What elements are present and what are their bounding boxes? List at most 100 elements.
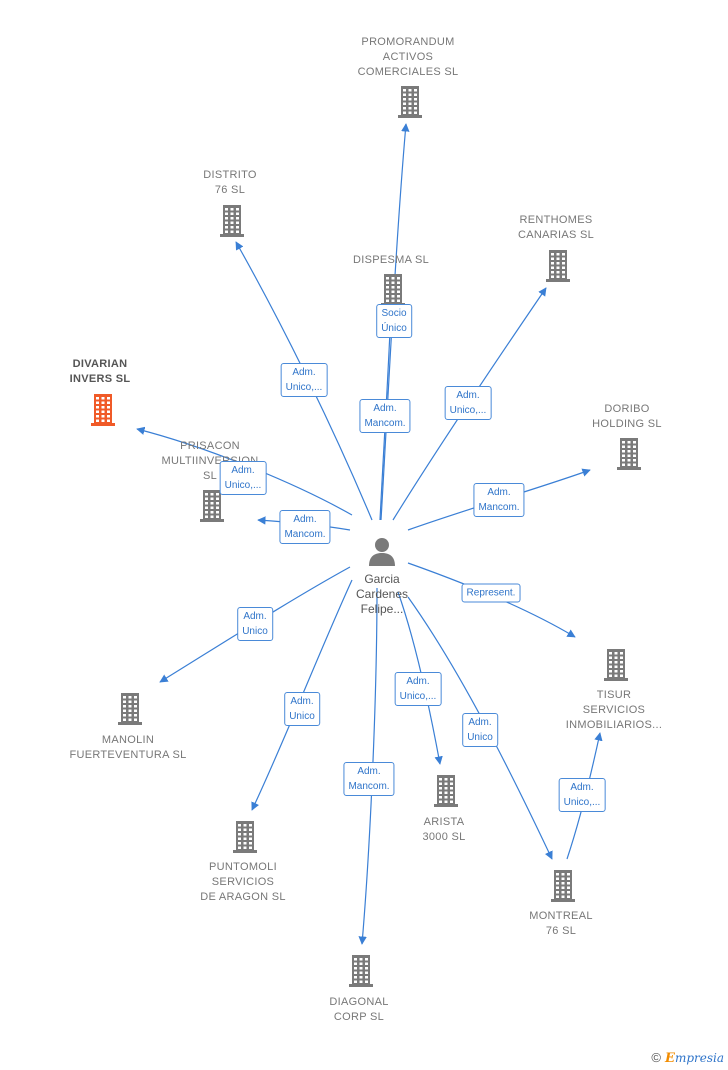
relation-role-line: Adm. <box>373 403 397 414</box>
relation-label-arista[interactable]: Adm. Mancom. <box>343 762 395 796</box>
building-icon <box>200 490 224 522</box>
person-name-line-2: Cardenes <box>355 587 409 601</box>
company-name-line: PRISACON <box>180 440 240 452</box>
relation-role-line: Unico,... <box>224 480 262 491</box>
company-label: ARISTA 3000 SL <box>422 815 465 845</box>
relation-label-divarian[interactable]: Adm.Unico,... <box>219 461 267 495</box>
company-icon-promorandum[interactable] <box>395 84 425 123</box>
company-icon-puntomoli[interactable] <box>230 819 260 858</box>
company-label: DIVARIAN INVERS SL <box>70 357 131 387</box>
company-label: PUNTOMOLI SERVICIOS DE ARAGON SL <box>200 860 286 905</box>
company-name-line: DORIBO <box>604 403 650 415</box>
company-icon-manolin[interactable] <box>115 691 145 730</box>
building-icon <box>551 870 575 902</box>
relation-label-tisur[interactable]: Represent. <box>461 583 521 603</box>
relation-label-doribo[interactable]: Adm. Mancom. <box>473 483 525 517</box>
company-icon-tisur[interactable] <box>601 647 631 686</box>
relation-label-montreal[interactable]: Adm.Unico,... <box>394 672 442 706</box>
company-node-renthomes[interactable]: RENTHOMES CANARIAS SL <box>518 213 594 243</box>
building-icon <box>220 205 244 237</box>
relation-role-line: Adm. <box>293 514 317 525</box>
company-name-line: INMOBILIARIOS... <box>565 719 663 731</box>
company-name-line: PROMORANDUM <box>361 36 455 48</box>
company-name-line: ACTIVOS <box>382 51 434 63</box>
copyright-symbol: © <box>651 1050 662 1065</box>
relation-role-line: Mancom. <box>284 529 326 540</box>
relation-role-line: Mancom. <box>348 781 390 792</box>
company-name-line: INVERS SL <box>69 373 131 385</box>
relation-label-dispesma[interactable]: Adm. Mancom. <box>359 399 411 433</box>
relation-role-line: Unico <box>242 626 268 637</box>
company-icon-distrito[interactable] <box>217 203 247 242</box>
company-name-line: 3000 SL <box>422 831 466 843</box>
center-person[interactable]: Garcia Cardenes Felipe... <box>356 535 408 617</box>
building-icon <box>381 274 405 306</box>
brand-name: mpresia <box>674 1051 724 1065</box>
building-icon <box>349 955 373 987</box>
company-node-puntomoli[interactable]: PUNTOMOLI SERVICIOS DE ARAGON SL <box>200 860 286 905</box>
company-icon-montreal[interactable] <box>548 868 578 907</box>
company-name-line: HOLDING SL <box>592 418 662 430</box>
company-node-doribo[interactable]: DORIBO HOLDING SL <box>592 402 662 432</box>
company-name-line: DIAGONAL <box>329 996 389 1008</box>
company-name-line: ARISTA <box>423 816 465 828</box>
company-icon-divarian[interactable] <box>88 392 118 431</box>
company-name-line: SERVICIOS <box>582 704 646 716</box>
company-label: RENTHOMES CANARIAS SL <box>518 213 594 243</box>
relation-role-line: Adm. <box>487 487 511 498</box>
person-name-line-1: Garcia <box>364 572 400 586</box>
company-icon-arista[interactable] <box>431 773 461 812</box>
person-name-line-3: Felipe... <box>360 602 404 616</box>
relation-role-line: Mancom. <box>364 418 406 429</box>
company-name-line: SL <box>202 470 218 482</box>
person-icon <box>369 538 395 566</box>
company-name-line: SERVICIOS <box>211 876 275 888</box>
company-icon-prisacon[interactable] <box>197 488 227 527</box>
building-icon <box>434 775 458 807</box>
relation-label-renthomes[interactable]: Adm.Unico,... <box>444 386 492 420</box>
footer-brand[interactable]: ©Empresia <box>651 1050 724 1066</box>
company-node-divarian[interactable]: DIVARIAN INVERS SL <box>70 357 131 387</box>
company-name-line: CANARIAS SL <box>517 229 595 241</box>
company-name-line: DE ARAGON SL <box>200 891 286 903</box>
company-node-arista[interactable]: ARISTA 3000 SL <box>422 815 465 845</box>
company-name-line: DISPESMA SL <box>352 254 430 266</box>
company-icon-doribo[interactable] <box>614 436 644 475</box>
relation-role-line: Adm. <box>570 782 594 793</box>
company-icon-renthomes[interactable] <box>543 248 573 287</box>
company-name-line: RENTHOMES <box>519 214 593 226</box>
building-icon <box>118 693 142 725</box>
company-label: DORIBO HOLDING SL <box>592 402 662 432</box>
relation-role-line: Socio <box>381 308 407 319</box>
relation-label-diagonal[interactable]: Adm.Unico <box>462 713 498 747</box>
building-icon <box>398 86 422 118</box>
relation-label-manolin[interactable]: Adm.Unico <box>237 607 273 641</box>
company-name-line: MONTREAL <box>529 910 593 922</box>
company-name-line: PUNTOMOLI <box>209 861 277 873</box>
company-icon-diagonal[interactable] <box>346 953 376 992</box>
building-icon <box>604 649 628 681</box>
relation-role-line: Adm. <box>357 766 381 777</box>
relation-label-prisacon[interactable]: Adm. Mancom. <box>279 510 331 544</box>
relation-label-puntomoli[interactable]: Adm.Unico <box>284 692 320 726</box>
company-name-line: 76 SL <box>545 925 577 937</box>
relation-role-line: Unico <box>467 732 493 743</box>
company-node-montreal[interactable]: MONTREAL 76 SL <box>529 909 593 939</box>
relation-role-line: Unico,... <box>285 382 323 393</box>
company-label: DISPESMA SL <box>353 253 429 268</box>
relation-role-line: Mancom. <box>478 502 520 513</box>
relation-label-distrito[interactable]: Adm.Unico,... <box>280 363 328 397</box>
building-icon <box>617 438 641 470</box>
company-node-dispesma[interactable]: DISPESMA SL <box>353 253 429 268</box>
company-name-line: DIVARIAN <box>72 358 128 370</box>
relation-label-tisur[interactable]: Adm.Unico,... <box>558 778 606 812</box>
